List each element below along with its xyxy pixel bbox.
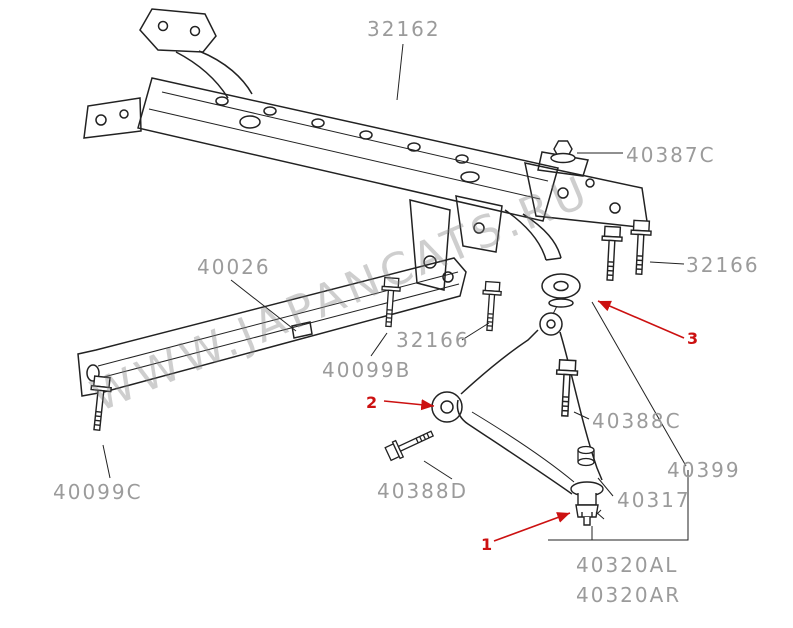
arm-rear-bushing-drawing (541, 273, 581, 308)
part-label-40399: 40399 (667, 458, 741, 482)
part-label-40317: 40317 (617, 488, 691, 512)
flange-nut-40387c-drawing (550, 140, 576, 164)
part-label-40320ar: 40320AR (576, 583, 682, 607)
bolt-40099c-drawing (86, 375, 113, 432)
part-label-40388d: 40388D (377, 479, 469, 503)
ball-joint-drawing (570, 481, 605, 526)
part-label-32162: 32162 (367, 17, 441, 41)
part-label-40387c: 40387C (626, 143, 716, 167)
bolt-32166-center-drawing (479, 280, 503, 332)
part-label-40320al: 40320AL (576, 553, 679, 577)
callout-number-1: 1 (481, 535, 493, 554)
ball-joint-dust-cover-drawing (577, 445, 595, 467)
callout-number-2: 2 (366, 393, 378, 412)
part-label-40026: 40026 (197, 255, 271, 279)
bolt-40099b-drawing (378, 276, 402, 328)
callout-number-3: 3 (687, 329, 699, 348)
part-label-40099c: 40099C (53, 480, 143, 504)
lower-control-arm-drawing (431, 299, 603, 495)
bolt-40388d-drawing (383, 424, 437, 463)
bolt-32166-right-2-drawing (628, 219, 653, 276)
front-lower-bar-drawing (77, 257, 467, 397)
leader-lines (102, 43, 689, 541)
part-label-40099b: 40099B (322, 358, 412, 382)
callout-arrows (383, 300, 685, 542)
bolt-32166-right-1-drawing (599, 225, 624, 282)
part-label-32166-center: 32166 (396, 328, 470, 352)
part-label-32166-right: 32166 (686, 253, 760, 277)
part-label-40388c: 40388C (592, 409, 682, 433)
